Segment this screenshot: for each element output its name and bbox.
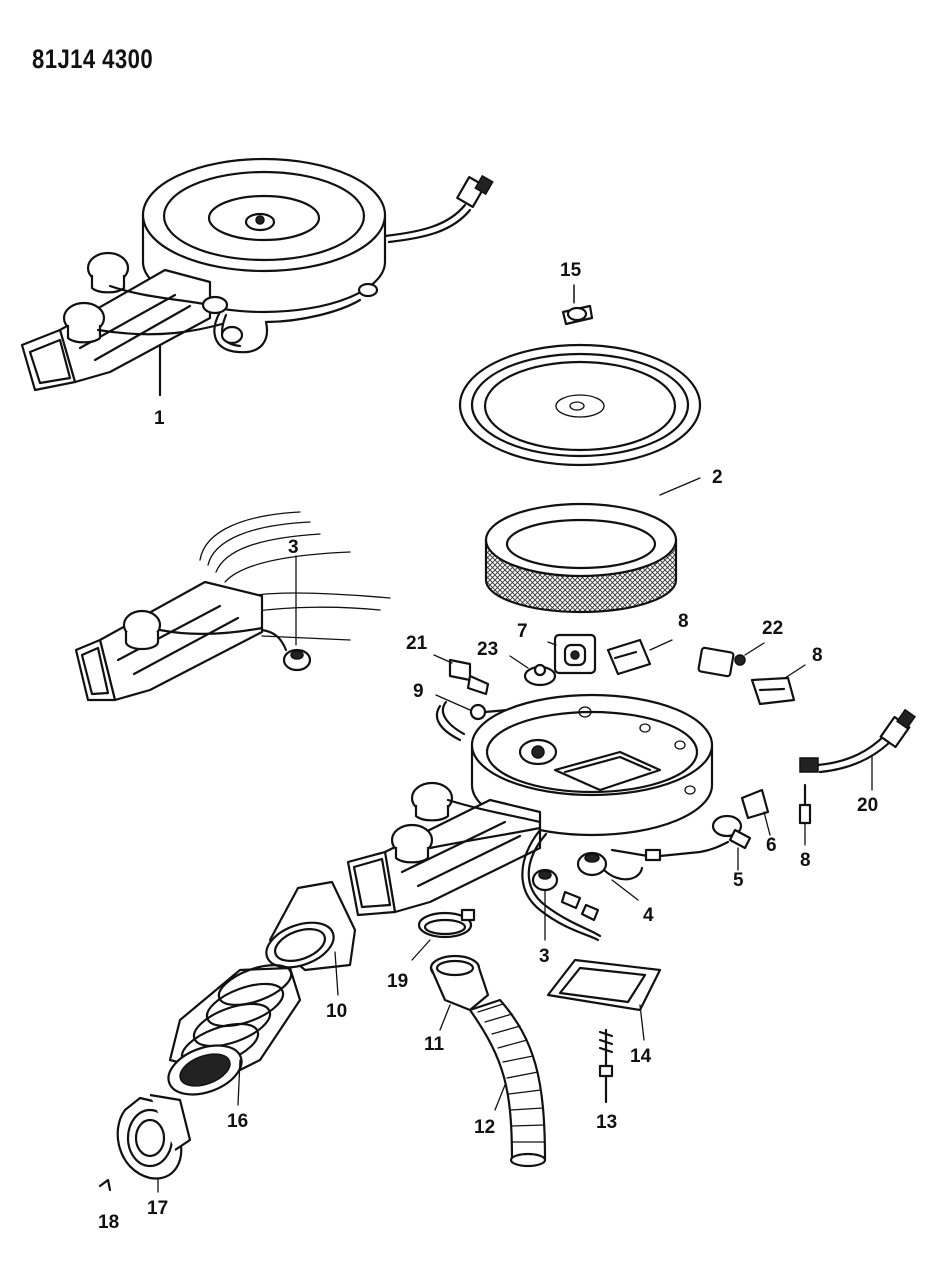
callout-6: 6 [766, 835, 777, 856]
vacuum-motor [576, 851, 644, 901]
sensor-lead [798, 783, 812, 846]
filter-element [484, 477, 701, 614]
gasket [546, 958, 662, 1041]
callout-20: 20 [857, 795, 878, 816]
callout-5: 5 [733, 870, 744, 891]
assembly-outline-view [74, 511, 391, 702]
callout-3: 3 [288, 537, 299, 558]
callout-12: 12 [474, 1117, 495, 1138]
hose-clamp [411, 908, 476, 961]
wiring-harness [799, 708, 916, 791]
callout-11: 11 [424, 1034, 445, 1055]
vacuum-switch [711, 814, 752, 871]
callout-22: 22 [762, 618, 783, 639]
air-cleaner-housing [346, 693, 714, 942]
air-cleaner-assembly [20, 157, 494, 397]
callout-3: 3 [539, 946, 550, 967]
callout-13: 13 [596, 1112, 617, 1133]
callout-17: 17 [147, 1198, 168, 1219]
callout-15: 15 [560, 260, 582, 281]
duct-adapter [265, 880, 357, 996]
diagram-code: 81J14 4300 [32, 44, 154, 74]
callout-1: 1 [154, 408, 165, 429]
callout-10: 10 [326, 1001, 347, 1022]
callout-14: 14 [630, 1046, 652, 1067]
callout-8: 8 [812, 645, 823, 666]
hose-assembly [560, 840, 730, 922]
callout-8: 8 [678, 611, 689, 632]
callout-21: 21 [406, 633, 428, 654]
retaining-clip [750, 664, 806, 706]
bellows-hose [167, 964, 302, 1106]
callout-2: 2 [712, 467, 723, 488]
retaining-clip [606, 638, 673, 676]
duct-flange [116, 1093, 192, 1193]
callout-18: 18 [98, 1212, 119, 1233]
wing-nut [561, 284, 594, 326]
callout-9: 9 [413, 681, 424, 702]
air-cleaner-cover [458, 343, 702, 467]
callout-8: 8 [800, 850, 811, 871]
mounting-stud [598, 1028, 614, 1104]
vacuum-connector [697, 642, 765, 678]
temperature-sensor [433, 654, 490, 696]
callout-16: 16 [227, 1111, 248, 1132]
screw [98, 1178, 112, 1192]
bracket-clip [740, 788, 771, 836]
check-valve [509, 655, 557, 687]
flex-hose [468, 998, 547, 1168]
callout-23: 23 [477, 639, 498, 660]
grommet [547, 633, 597, 675]
callout-4: 4 [643, 905, 654, 926]
callout-19: 19 [387, 971, 408, 992]
vacuum-motor [531, 868, 559, 941]
callout-7: 7 [517, 621, 528, 642]
heat-stove-collar [429, 954, 490, 1031]
